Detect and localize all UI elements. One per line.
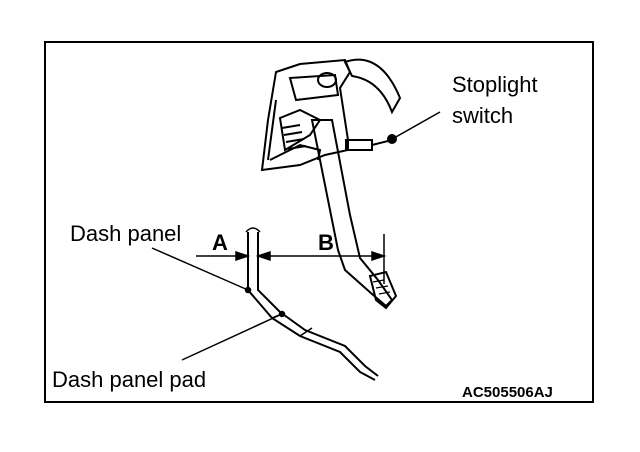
dimension-b-label: B bbox=[318, 230, 334, 255]
dash-panel-label: Dash panel bbox=[70, 221, 182, 246]
dash-panel-break bbox=[245, 227, 261, 233]
pedal-pad-hatch bbox=[372, 279, 391, 295]
dash-panel-pad-edge bbox=[271, 313, 313, 337]
dimension-b-lines bbox=[255, 234, 387, 284]
leader-lines bbox=[151, 111, 441, 361]
dimension-a-label: A bbox=[212, 230, 228, 255]
frame-border bbox=[44, 41, 594, 403]
stoplight-switch-shape bbox=[345, 134, 397, 151]
pedal-arm-top bbox=[343, 58, 402, 115]
stoplight-switch-label-line2: switch bbox=[452, 103, 514, 128]
dash-panel-pad-label: Dash panel pad bbox=[52, 367, 207, 392]
pedal-lever bbox=[310, 119, 394, 308]
pedal-bracket bbox=[260, 58, 352, 172]
figure-code: AC505506AJ bbox=[462, 384, 553, 401]
dimension-a-lines bbox=[196, 250, 251, 262]
stoplight-switch-label-line1: Stoplight bbox=[452, 72, 538, 97]
